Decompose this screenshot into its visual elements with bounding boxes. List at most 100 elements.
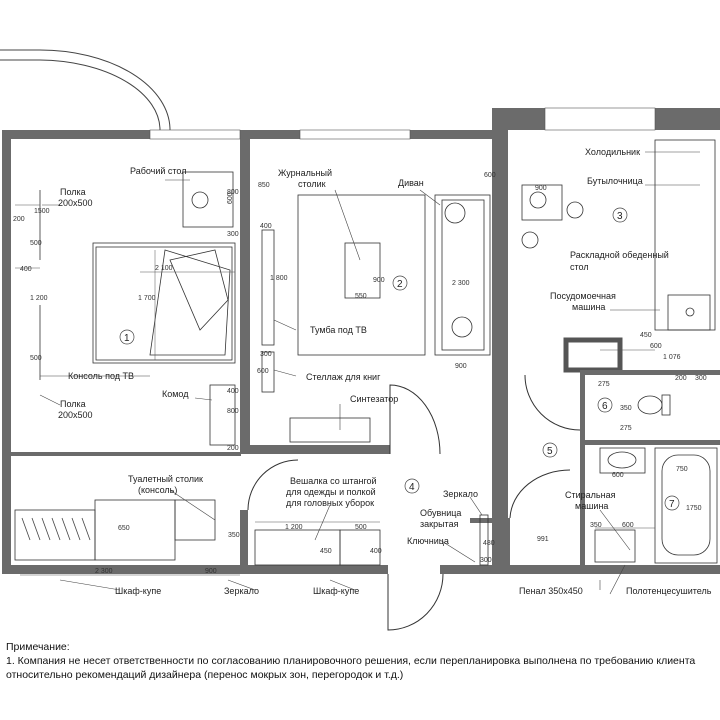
dim-label: 500: [30, 240, 42, 247]
label-tv-stand: Тумба под ТВ: [310, 325, 367, 335]
dim-label: 400: [227, 388, 239, 395]
label-mirror-bottom: Зеркало: [224, 586, 259, 596]
room-1-number: 1: [124, 333, 130, 344]
dim-label: 400: [370, 548, 382, 555]
living-furniture: [261, 194, 491, 443]
label-mirror-hall: Зеркало: [443, 489, 478, 499]
label-bottle-rack: Бутылочница: [587, 176, 643, 186]
balcony: [0, 49, 171, 131]
label-vanity-2: (консоль): [138, 485, 177, 495]
label-shoe-2: закрытая: [420, 519, 459, 529]
dim-label: 400: [20, 266, 32, 273]
walls: [2, 108, 720, 574]
dimension-lines: [15, 204, 655, 576]
label-book-rack: Стеллаж для книг: [306, 372, 381, 382]
furniture-labels: Рабочий стол Полка 200x500 Консоль под Т…: [58, 147, 712, 596]
dim-label: 300: [227, 231, 239, 238]
label-wardrobe-2: Шкаф-купе: [313, 586, 359, 596]
label-coffee-table-2: столик: [298, 179, 326, 189]
dim-label: 2 300: [95, 568, 113, 575]
windows: [149, 107, 656, 140]
label-dishwasher-1: Посудомоечная: [550, 291, 616, 301]
label-dresser: Комод: [162, 389, 189, 399]
dim-label: 1 800: [270, 275, 288, 282]
dim-label: 1500: [34, 208, 50, 215]
label-washer-2: машина: [575, 501, 608, 511]
dim-label: 200: [675, 375, 687, 382]
dim-label: 600: [484, 172, 496, 179]
label-shelf-top-size: 200x500: [58, 198, 93, 208]
note-title: Примечание:: [6, 641, 70, 653]
wardrobe-hangers: [21, 517, 91, 541]
label-key-holder: Ключница: [407, 536, 449, 546]
label-hanger-2: для одежды и полкой: [286, 487, 376, 497]
label-desk: Рабочий стол: [130, 166, 187, 176]
label-coffee-table-1: Журнальный: [278, 168, 332, 178]
dim-label: 350: [620, 405, 632, 412]
label-fridge: Холодильник: [585, 147, 640, 157]
dim-label: 600: [622, 522, 634, 529]
dim-label: 500: [355, 524, 367, 531]
label-wardrobe-1: Шкаф-купе: [115, 586, 161, 596]
label-tv-console: Консоль под ТВ: [68, 371, 134, 381]
label-pencil-case: Пенал 350x450: [519, 586, 583, 596]
note-line-2: относительно рекомендаций дизайнера (пер…: [6, 669, 404, 681]
label-towel-dryer: Полотенцесушитель: [626, 586, 712, 596]
dim-label: 800: [227, 408, 239, 415]
dim-label: 600: [612, 472, 624, 479]
dim-label: 991: [537, 536, 549, 543]
dim-label: 1750: [686, 505, 702, 512]
label-synth: Синтезатор: [350, 394, 398, 404]
room-numbers: 1 2 3 4 5 6 7: [119, 207, 680, 511]
dim-label: 1 700: [138, 295, 156, 302]
label-shelf-bottom-size: 200x500: [58, 410, 93, 420]
room-3-number: 3: [617, 211, 623, 222]
label-shoe-1: Обувница: [420, 508, 461, 518]
dim-label: 800: [227, 189, 239, 196]
dim-label: 350: [228, 532, 240, 539]
dim-label: 450: [640, 332, 652, 339]
dim-label: 600: [257, 368, 269, 375]
dim-label: 2 100: [155, 265, 173, 272]
leader-lines: [39, 151, 700, 595]
doors: [247, 374, 581, 631]
label-vanity-1: Туалетный столик: [128, 474, 203, 484]
label-shelf-bottom: Полка: [60, 399, 86, 409]
dim-label: 450: [320, 548, 332, 555]
dim-label: 900: [205, 568, 217, 575]
dim-label: 300: [695, 375, 707, 382]
dim-label: 300: [480, 557, 492, 564]
dim-label: 900: [455, 363, 467, 370]
dim-label: 550: [355, 293, 367, 300]
hall-furniture: [254, 514, 489, 566]
room-7-number: 7: [669, 499, 675, 510]
label-hanger-3: для головных уборок: [286, 498, 374, 508]
label-shelf-top: Полка: [60, 187, 86, 197]
kitchen-furniture: [521, 139, 716, 331]
dim-label: 1 076: [663, 354, 681, 361]
label-dining-table-1: Раскладной обеденный: [570, 250, 669, 260]
dim-label: 200: [13, 216, 25, 223]
dim-label: 275: [620, 425, 632, 432]
dim-label: 500: [30, 355, 42, 362]
dim-label: 480: [483, 540, 495, 547]
dim-label: 650: [118, 525, 130, 532]
bedroom-furniture: [14, 171, 236, 561]
dim-label: 900: [535, 185, 547, 192]
dim-label: 600: [650, 343, 662, 350]
label-sofa: Диван: [398, 178, 424, 188]
dim-label: 1 200: [30, 295, 48, 302]
dim-label: 600: [227, 192, 234, 204]
dim-label: 900: [373, 277, 385, 284]
room-5-number: 5: [547, 446, 553, 457]
dim-label: 2 300: [452, 280, 470, 287]
label-hanger-1: Вешалка со штангой: [290, 476, 377, 486]
dim-label: 200: [227, 445, 239, 452]
room-6-number: 6: [602, 401, 608, 412]
dimension-labels: 600 800 300 1500 500 200 400 1 200 500 2…: [13, 172, 707, 575]
label-dining-table-2: стол: [570, 262, 589, 272]
label-dishwasher-2: машина: [572, 302, 605, 312]
note-line-1: 1. Компания не несет ответственности по …: [6, 655, 696, 667]
